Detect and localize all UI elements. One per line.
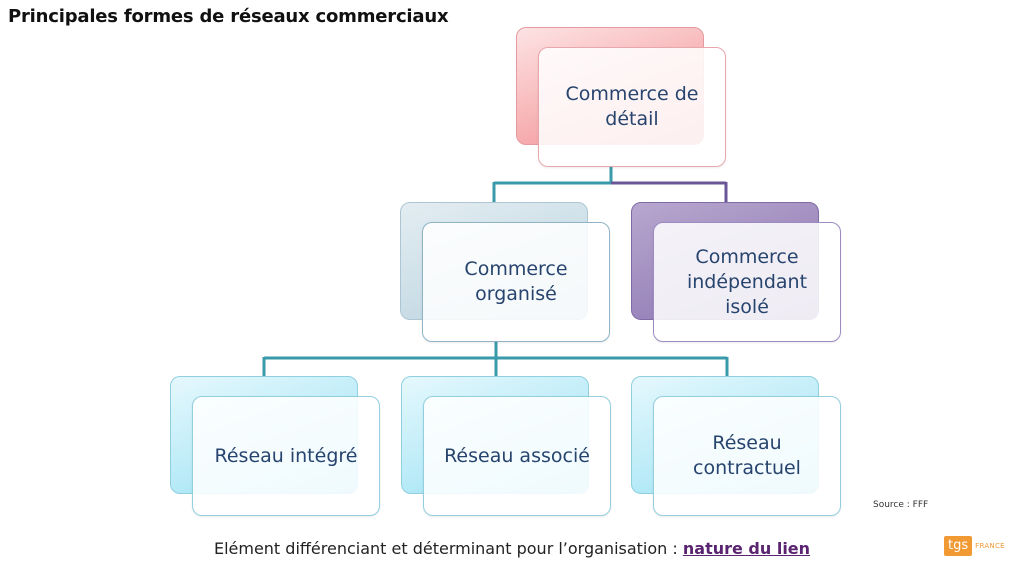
logo-text: FRANCE (975, 542, 1005, 550)
node-card: Réseau intégré (192, 396, 380, 516)
page-title: Principales formes de réseaux commerciau… (8, 6, 449, 27)
footer-emphasis: nature du lien (682, 539, 811, 558)
logo-mark: tgs (944, 536, 973, 556)
node-label: Réseau contractuel (693, 432, 801, 479)
node-label: Commerce organisé (464, 258, 568, 305)
node-label: Commerce de détail (565, 83, 699, 130)
node-card: Commerce organisé (422, 222, 610, 342)
node-card: Réseau associé (423, 396, 611, 516)
tgs-logo: tgs FRANCE (944, 535, 1005, 557)
node-card: Commerce de détail (538, 47, 726, 167)
node-label: Réseau associé (444, 444, 590, 467)
source-note: Source : FFF (873, 500, 929, 510)
footer-lead: Elément différenciant et déterminant pou… (213, 539, 683, 558)
node-card: Réseau contractuel (653, 396, 841, 516)
node-card: Commerce indépendant isolé (653, 222, 841, 342)
node-label: Commerce indépendant isolé (686, 245, 808, 318)
footer-statement: Elément différenciant et déterminant pou… (0, 539, 1024, 558)
node-label: Réseau intégré (214, 444, 358, 467)
